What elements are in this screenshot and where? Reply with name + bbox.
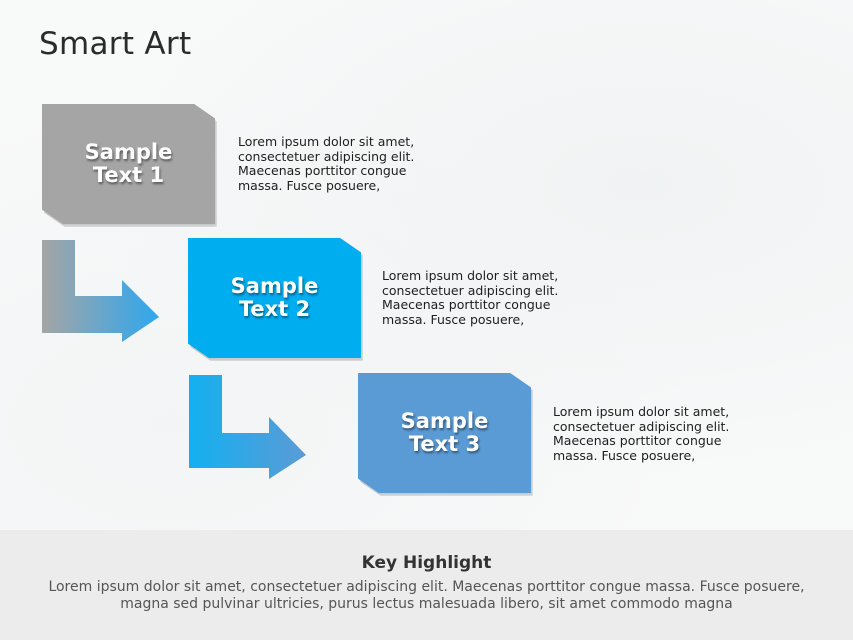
- step-3-description: Lorem ipsum dolor sit amet, consectetuer…: [553, 404, 730, 463]
- step-2-label-line1: Sample: [230, 274, 319, 298]
- step-1-label-line1: Sample: [84, 140, 173, 164]
- step-2-description: Lorem ipsum dolor sit amet, consectetuer…: [382, 268, 559, 327]
- step-1-description: Lorem ipsum dolor sit amet, consectetuer…: [238, 134, 415, 193]
- step-3-label-line2: Text 3: [408, 432, 481, 456]
- step-2-label-line2: Text 2: [238, 297, 311, 321]
- bent-arrow-right-icon: [189, 375, 306, 479]
- step-3-label-line1: Sample: [400, 409, 489, 433]
- footer-title: Key Highlight: [361, 553, 492, 573]
- step-1-label-line2: Text 1: [92, 163, 165, 187]
- slide-title: Smart Art: [39, 26, 192, 62]
- step-3-box: Sample Text 3: [358, 373, 531, 493]
- step-2-box: Sample Text 2: [188, 238, 361, 358]
- bent-arrow-right-icon: [42, 240, 159, 342]
- background-decoration: [0, 0, 853, 530]
- footer-text: Lorem ipsum dolor sit amet, consectetuer…: [48, 579, 805, 612]
- step-1-box: Sample Text 1: [42, 104, 215, 224]
- key-highlight-footer: Key Highlight Lorem ipsum dolor sit amet…: [0, 530, 853, 640]
